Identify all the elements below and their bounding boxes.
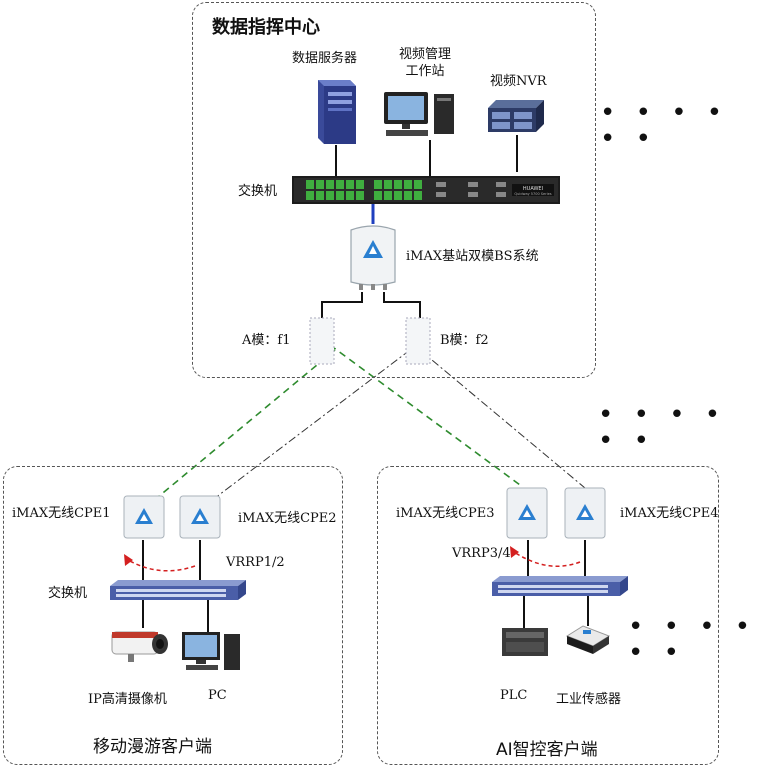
datacenter-title: 数据指挥中心 — [212, 17, 320, 38]
wireless-a-to-cpe3 — [329, 344, 521, 486]
nvr-icon — [488, 100, 544, 132]
ai-client-region — [377, 466, 719, 765]
basestation-label: iMAX基站双模BS系统 — [406, 249, 539, 264]
switch-model-text: Quidway 5700 Series — [514, 192, 551, 196]
server-label: 数据服务器 — [292, 51, 358, 66]
workstation-label-line1: 视频管理 — [398, 47, 451, 62]
mode-a-label: A模：f1 — [242, 333, 291, 348]
sensor-icon — [565, 625, 611, 654]
workstation-label-line2: 工作站 — [405, 64, 445, 79]
mobile-switch-label: 交换机 — [48, 586, 88, 601]
antenna-b-feed — [383, 292, 421, 318]
mobile-client-title: 移动漫游客户端 — [93, 737, 212, 757]
cpe1-icon — [123, 495, 165, 539]
cpe4-label: iMAX无线CPE4 — [620, 506, 719, 521]
pc-icon — [182, 632, 240, 670]
vrrp34-label: VRRP3/4 — [452, 546, 511, 561]
antenna-a-icon — [309, 317, 335, 365]
plc-icon — [502, 628, 548, 656]
wireless-b-to-cpe4 — [419, 349, 586, 489]
cpe2-label: iMAX无线CPE2 — [238, 511, 337, 526]
workstation-icon — [384, 92, 454, 136]
camera-icon — [111, 631, 168, 662]
datacenter-region — [192, 2, 596, 378]
cpe2-icon — [179, 495, 221, 539]
basestation-icon — [350, 225, 396, 290]
access-switch-2-icon — [492, 576, 628, 596]
ellipsis-right: • • • • • • — [628, 612, 757, 668]
switch-brand-text: HUAWEI — [523, 186, 543, 192]
wireless-a-to-cpe1 — [157, 349, 336, 498]
mobile-client-region — [3, 466, 343, 765]
access-switch-1-icon — [110, 580, 246, 600]
nvr-label: 视频NVR — [490, 74, 547, 89]
core-switch-icon: HUAWEI Quidway 5700 Series — [292, 176, 560, 204]
cpe3-icon — [506, 487, 548, 539]
cpe1-label: iMAX无线CPE1 — [12, 506, 111, 521]
sensor-label: 工业传感器 — [556, 692, 622, 707]
ellipsis-middle: • • • • • • — [598, 400, 727, 456]
antenna-b-icon — [405, 317, 431, 365]
antenna-a-feed — [321, 292, 363, 318]
pc-label: PC — [208, 688, 227, 703]
plc-label: PLC — [500, 688, 528, 703]
ellipsis-top: • • • • • • — [600, 98, 729, 154]
cpe3-label: iMAX无线CPE3 — [396, 506, 495, 521]
vrrp12-label: VRRP1/2 — [226, 555, 285, 570]
server-icon — [318, 80, 356, 144]
ai-client-title: AI智控客户端 — [496, 740, 598, 760]
camera-label: IP高清摄像机 — [88, 692, 167, 707]
wireless-b-to-cpe2 — [214, 349, 411, 499]
cpe4-icon — [564, 487, 606, 539]
workstation-label: 视频管理 工作站 — [390, 46, 460, 80]
mode-b-label: B模：f2 — [440, 333, 489, 348]
dc-switch-label: 交换机 — [238, 184, 278, 199]
